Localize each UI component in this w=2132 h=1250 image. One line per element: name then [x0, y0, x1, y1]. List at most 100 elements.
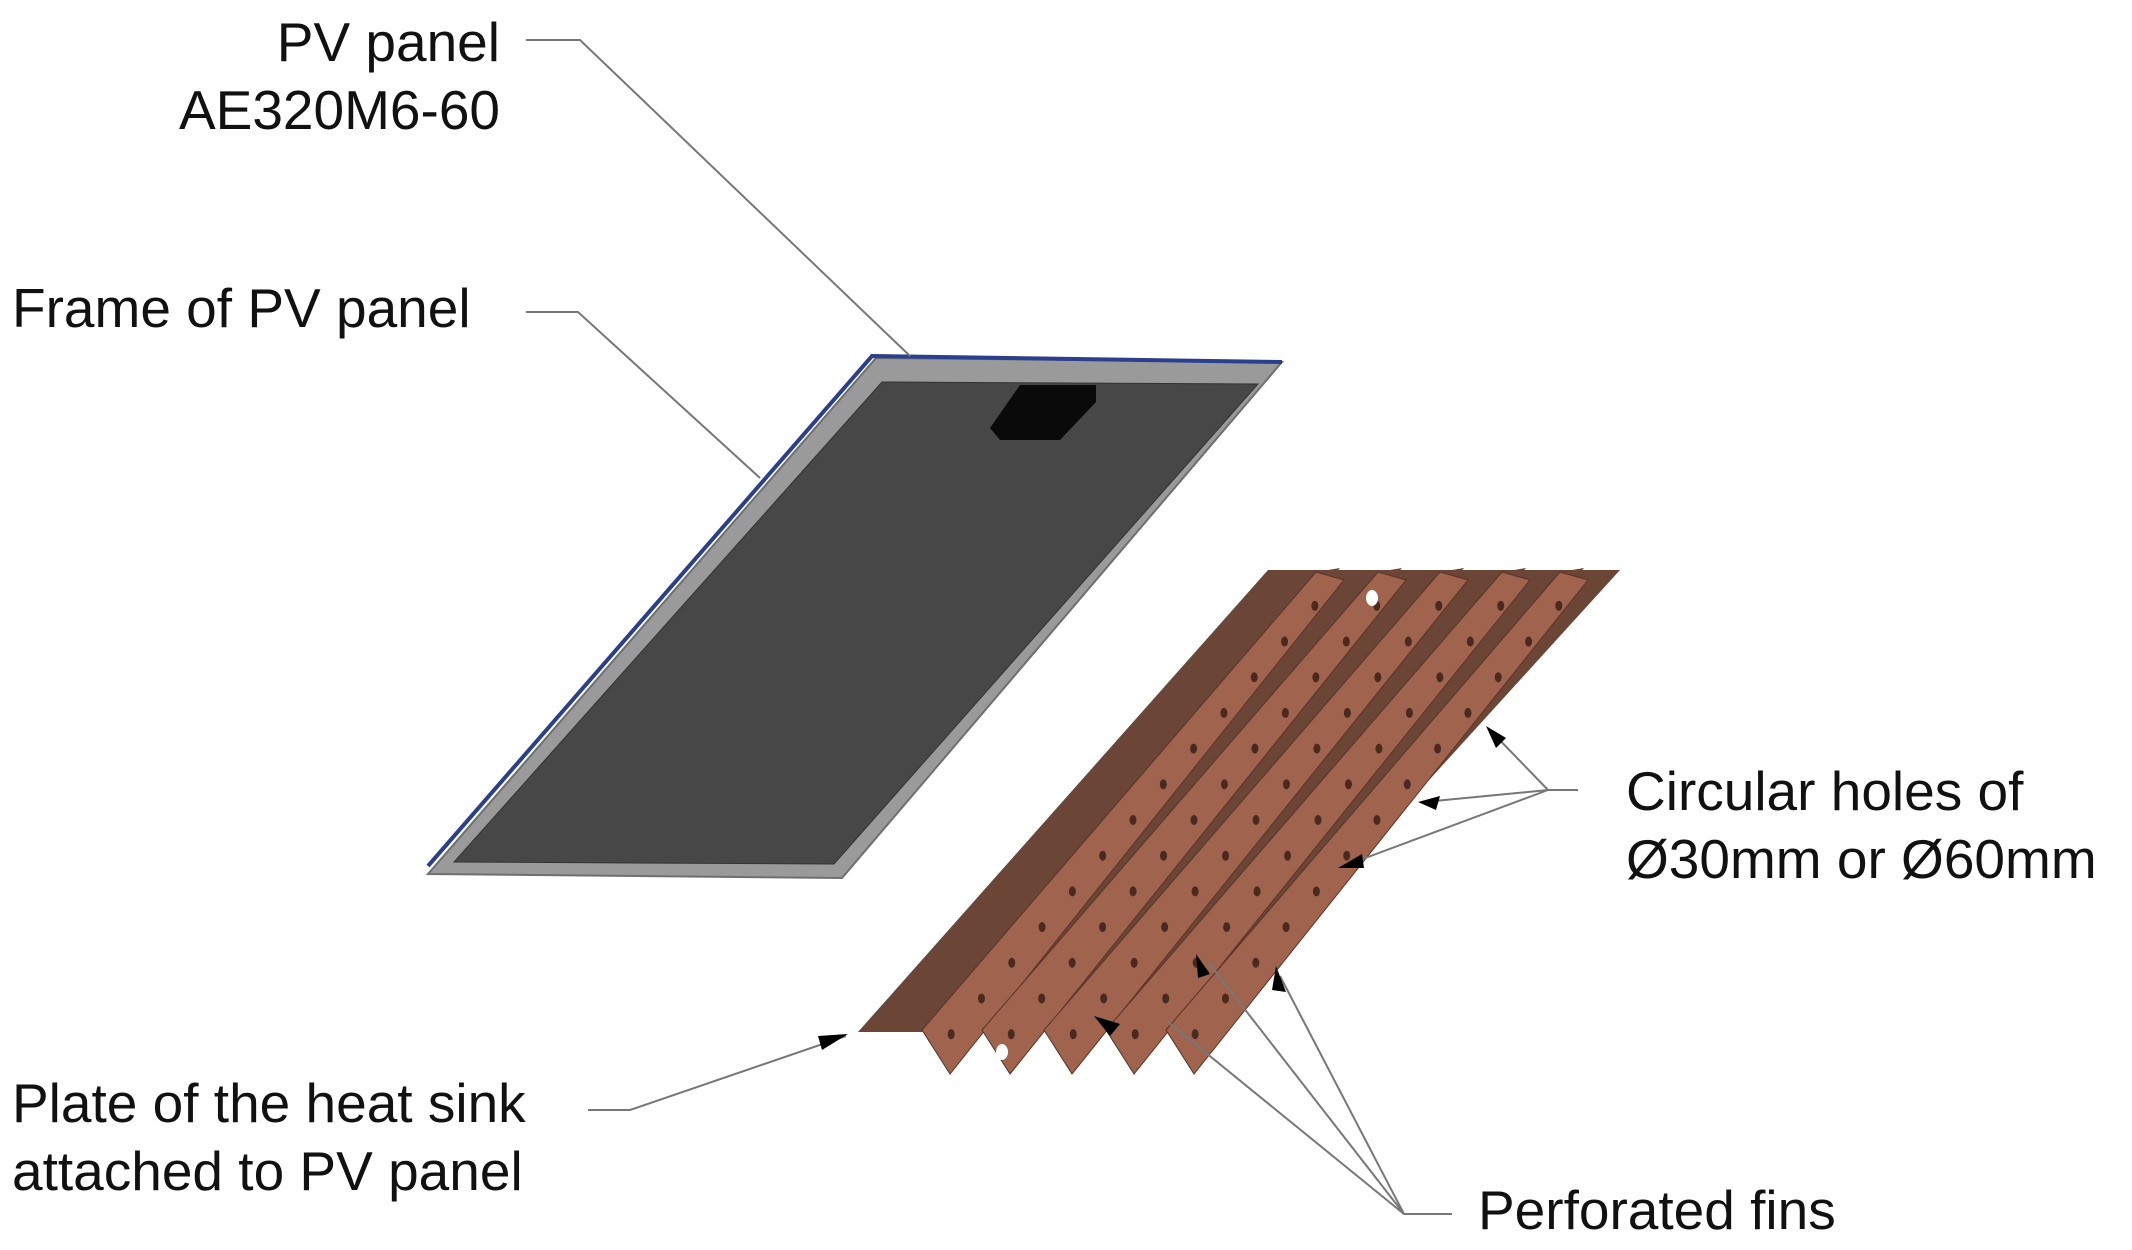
fin-hole: [1311, 600, 1319, 611]
fin-hole: [1314, 815, 1322, 825]
fin-hole: [1068, 886, 1076, 897]
fin-hole: [1403, 779, 1411, 790]
leader-frame: [526, 311, 761, 479]
fin-hole: [1404, 636, 1412, 647]
fin-hole: [1161, 922, 1169, 933]
fin-hole: [1100, 993, 1108, 1004]
fin-hole: [1252, 815, 1260, 825]
fin-hole: [1162, 993, 1170, 1004]
fin-hole: [1494, 672, 1502, 683]
label-frame: Frame of PV panel: [12, 274, 471, 342]
leader-lines: [526, 39, 1578, 1215]
fin-hole: [1284, 850, 1292, 861]
fin-hole: [1038, 993, 1046, 1004]
fin-end-hole: [1366, 590, 1378, 606]
fin-hole: [1313, 743, 1321, 754]
fin-hole: [947, 1029, 955, 1040]
arrowhead-holes-3: [1338, 854, 1364, 868]
label-holes-line2: Ø30mm or Ø60mm: [1626, 828, 2097, 890]
label-plate-line1: Plate of the heat sink: [12, 1072, 526, 1134]
fin-hole: [1069, 1029, 1077, 1040]
label-circular-holes: Circular holes of Ø30mm or Ø60mm: [1626, 757, 2097, 893]
fin-hole: [977, 993, 985, 1004]
fin-hole: [1008, 957, 1016, 968]
pv-panel-frame-edge: [426, 353, 1283, 868]
fin-hole: [1312, 672, 1320, 683]
fin-hole: [1253, 886, 1261, 897]
heat-sink: [858, 568, 1620, 1075]
fin-hole: [1159, 779, 1167, 790]
fin-hole: [1250, 672, 1258, 683]
fin-hole: [1129, 886, 1137, 897]
fin-hole: [1282, 922, 1290, 933]
fin-hole: [1343, 850, 1351, 861]
fin-hole: [1129, 815, 1137, 825]
fin-hole: [1312, 886, 1320, 897]
leader-holes-2: [1423, 789, 1549, 803]
fin-hole: [1099, 922, 1107, 933]
fin-end-hole: [1040, 1044, 1052, 1060]
fin-hole: [1068, 957, 1076, 968]
label-pv-panel-line2: AE320M6-60: [178, 79, 500, 141]
fin-hole: [1497, 600, 1505, 611]
label-plate-line2: attached to PV panel: [12, 1140, 523, 1202]
fin-hole: [1099, 850, 1107, 861]
fin-hole: [1222, 850, 1230, 861]
fin-hole: [1466, 636, 1474, 647]
fin-hole: [1464, 707, 1472, 718]
label-pv-panel-line1: PV panel: [276, 11, 500, 73]
fin-end-hole: [916, 1038, 928, 1054]
fin-hole: [1223, 922, 1231, 933]
leader-fins-2: [1207, 961, 1405, 1215]
fin-hole: [1220, 779, 1228, 790]
leader-holes-3: [1359, 789, 1549, 861]
fin-hole: [1038, 922, 1046, 933]
fin-hole: [1434, 743, 1442, 754]
fin-hole: [1373, 815, 1381, 825]
fin-hole: [1525, 636, 1533, 647]
arrowhead-fins-2: [1196, 954, 1210, 978]
fin-hole: [1220, 707, 1228, 718]
fin-hole: [1007, 1029, 1015, 1040]
fin-hole: [1130, 957, 1138, 968]
fin-hole: [1221, 993, 1229, 1004]
leader-fins-3: [1279, 975, 1405, 1215]
fin-hole: [1191, 1029, 1199, 1040]
fin-hole: [1374, 672, 1382, 683]
pv-panel-surface: [452, 381, 1260, 865]
fin-hole: [1160, 850, 1168, 861]
arrowhead-holes-2: [1418, 796, 1440, 810]
fin-hole: [1436, 672, 1444, 683]
pv-panel: [425, 353, 1285, 880]
arrowhead-holes-1: [1486, 726, 1506, 748]
fin-hole: [1191, 886, 1199, 897]
arrowhead-plate: [818, 1034, 848, 1050]
fin-hole: [1190, 815, 1198, 825]
label-fins-text: Perforated fins: [1478, 1179, 1836, 1241]
fin-hole: [1281, 636, 1289, 647]
fin-hole: [1251, 743, 1259, 754]
fin-hole: [1435, 600, 1443, 611]
fin-hole: [1344, 779, 1352, 790]
label-frame-text: Frame of PV panel: [12, 277, 471, 339]
fin-hole: [1252, 957, 1260, 968]
fin-hole: [1131, 1029, 1139, 1040]
arrowhead-fins-1: [1094, 1016, 1120, 1036]
leader-plate: [588, 1035, 847, 1111]
fin-hole: [1343, 707, 1351, 718]
fin-end-hole: [996, 1044, 1008, 1060]
label-heat-sink-plate: Plate of the heat sink attached to PV pa…: [12, 1069, 526, 1205]
fin-hole: [1190, 743, 1198, 754]
fin-hole: [1405, 707, 1413, 718]
junction-box: [990, 385, 1096, 440]
fin-hole: [1555, 600, 1563, 611]
fin-hole: [1282, 779, 1290, 790]
fin-hole: [1342, 636, 1350, 647]
label-holes-line1: Circular holes of: [1626, 760, 2024, 822]
fin-hole: [1375, 743, 1383, 754]
label-perforated-fins: Perforated fins: [1478, 1176, 1836, 1244]
leader-pv-panel: [526, 39, 911, 357]
label-pv-panel: PV panel AE320M6-60: [179, 8, 500, 144]
